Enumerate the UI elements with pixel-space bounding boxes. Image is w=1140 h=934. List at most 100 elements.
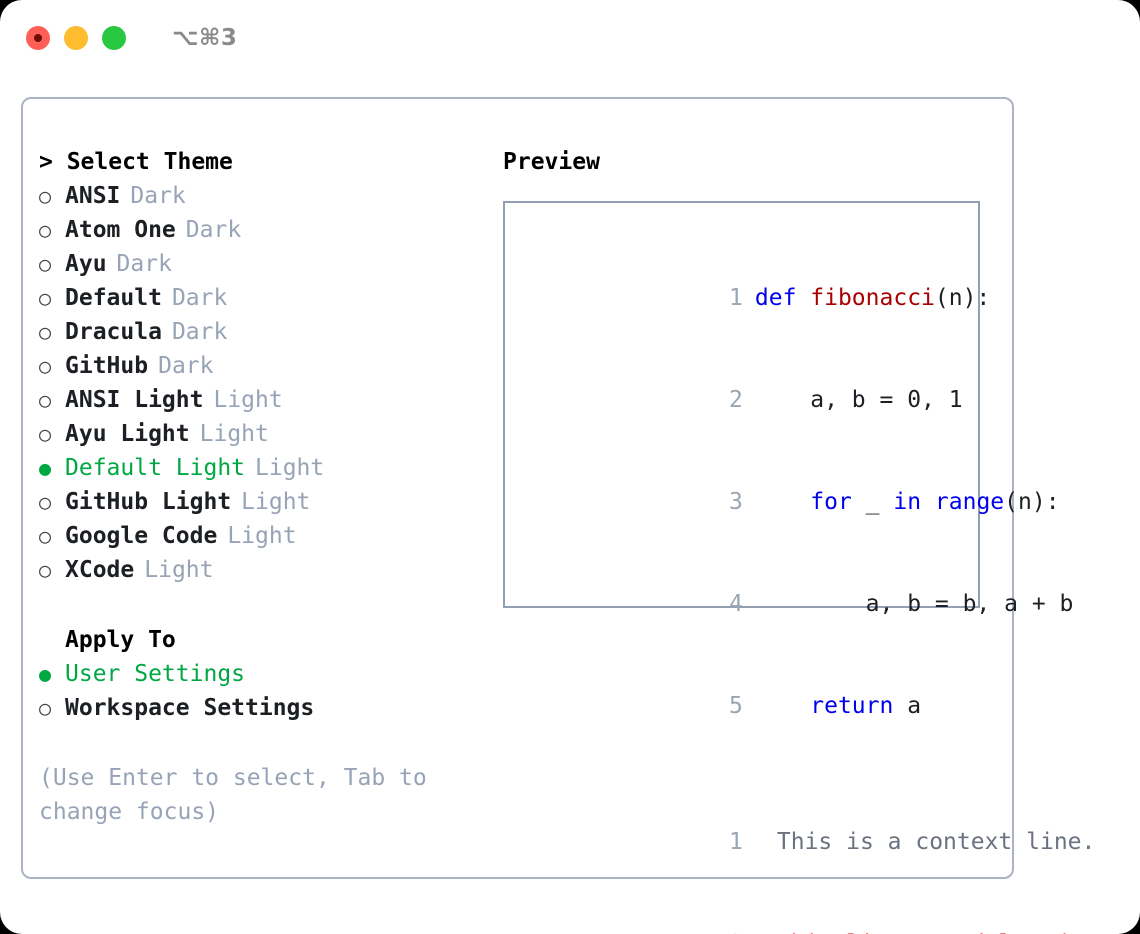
code-token [921,489,935,515]
preview-heading: Preview [503,149,600,175]
theme-option-kind: Light [241,489,311,515]
keyboard-hint-text: (Use Enter to select, Tab to change focu… [39,765,427,825]
radio-selected-icon: ● [39,456,52,480]
theme-option-xcode[interactable]: ○ XCode Light [39,553,503,587]
radio-unselected-icon: ○ [39,490,52,514]
theme-option-ayu-dark[interactable]: ○ Ayu Dark [39,247,503,281]
diff-text: This line was deleted. [777,931,1082,934]
diff-spacer [523,757,978,791]
theme-option-label: ANSI [65,183,121,209]
diff-line-deleted: 2 -This line was deleted. [523,893,1082,934]
apply-to-option-workspace-settings[interactable]: ○ Workspace Settings [39,691,503,725]
title-bar: ⌥⌘3 [0,0,1140,76]
code-token: range [934,489,1005,515]
maximize-window-button[interactable] [102,26,126,50]
diff-sample: 1 This is a context line. 2 -This line wa… [523,791,1095,934]
section-spacer [39,587,503,623]
theme-option-dracula-dark[interactable]: ○ Dracula Dark [39,315,503,349]
code-token: def [754,285,811,311]
code-token: for [810,489,852,515]
theme-option-list: ○ ANSI Dark ○ Atom One Dark ○ Ayu Dark [39,179,503,587]
theme-option-label: Ayu [65,251,107,277]
radio-unselected-icon: ○ [39,422,52,446]
theme-option-label: Default [65,285,162,311]
theme-option-kind: Light [144,557,214,583]
line-number: 2 [717,927,743,934]
code-line: 3 for _ in range(n): [523,451,1060,553]
theme-option-kind: Dark [130,183,186,209]
code-token: return [810,693,894,719]
apply-to-option-list: ● User Settings ○ Workspace Settings [39,657,503,725]
radio-unselected-icon: ○ [39,286,52,310]
theme-option-ansi-light[interactable]: ○ ANSI Light Light [39,383,503,417]
code-line: 2 a, b = 0, 1 [523,349,978,451]
radio-unselected-icon: ○ [39,558,52,582]
theme-option-github-dark[interactable]: ○ GitHub Dark [39,349,503,383]
minimize-window-button[interactable] [64,26,88,50]
code-token: a [893,693,922,719]
code-line: 5 return a [523,655,978,757]
theme-option-kind: Light [199,421,269,447]
radio-unselected-icon: ○ [39,184,52,208]
theme-option-ayu-light[interactable]: ○ Ayu Light Light [39,417,503,451]
diff-marker: - [755,927,777,934]
code-line: 4 a, b = b, a + b [523,553,1073,655]
theme-option-label: GitHub Light [65,489,232,515]
diff-line-context: 1 This is a context line. [523,791,1095,893]
code-token: in [893,489,922,515]
traffic-lights [26,26,126,50]
line-number: 3 [729,489,743,515]
theme-option-label: Default Light [65,455,246,481]
theme-option-default-light[interactable]: ● Default Light Light [39,451,503,485]
theme-option-atom-one-dark[interactable]: ○ Atom One Dark [39,213,503,247]
radio-unselected-icon: ○ [39,388,52,412]
theme-option-kind: Light [255,455,325,481]
code-token: (n): [1004,489,1060,515]
theme-picker-panel: > Select Theme ○ ANSI Dark ○ Atom One Da… [21,97,1095,934]
apply-to-option-user-settings[interactable]: ● User Settings [39,657,503,691]
keyboard-shortcut-label: ⌥⌘3 [172,25,238,51]
line-number: 1 [729,829,743,855]
theme-option-label: XCode [65,557,135,583]
apply-to-heading: Apply To [65,627,176,653]
theme-option-label: Atom One [65,217,176,243]
code-token: a, b = b, a + b [754,591,1074,617]
theme-option-kind: Light [213,387,283,413]
theme-selection-column: > Select Theme ○ ANSI Dark ○ Atom One Da… [23,99,503,877]
theme-option-label: GitHub [65,353,149,379]
theme-option-label: ANSI Light [65,387,204,413]
theme-option-google-code[interactable]: ○ Google Code Light [39,519,503,553]
theme-option-ansi-dark[interactable]: ○ ANSI Dark [39,179,503,213]
diff-text: This is a context line. [776,829,1096,855]
theme-option-kind: Dark [171,319,228,345]
radio-unselected-icon: ○ [39,252,52,276]
theme-option-kind: Light [227,523,297,549]
code-token: (n): [934,285,991,311]
close-window-button[interactable] [26,26,50,50]
apply-to-option-label: Workspace Settings [65,695,315,721]
theme-option-label: Dracula [65,319,162,345]
code-token: _ [851,489,894,515]
theme-option-label: Ayu Light [65,421,190,447]
line-number: 5 [729,693,743,719]
line-number: 1 [729,285,743,311]
code-token [755,489,810,515]
select-theme-heading: > Select Theme [39,149,233,175]
theme-option-default-dark[interactable]: ○ Default Dark [39,281,503,315]
line-number: 2 [729,387,743,413]
radio-unselected-icon: ○ [39,354,52,378]
theme-option-kind: Dark [171,285,228,311]
theme-option-label: Google Code [65,523,218,549]
diff-marker [755,825,777,859]
code-token: fibonacci [810,285,935,311]
radio-unselected-icon: ○ [39,524,52,548]
code-token [755,693,810,719]
theme-option-kind: Dark [158,353,214,379]
line-number: 4 [729,591,743,617]
theme-option-github-light[interactable]: ○ GitHub Light Light [39,485,503,519]
radio-selected-icon: ● [39,662,52,686]
code-line: 1 def fibonacci(n): [523,247,990,349]
radio-unselected-icon: ○ [39,320,52,344]
